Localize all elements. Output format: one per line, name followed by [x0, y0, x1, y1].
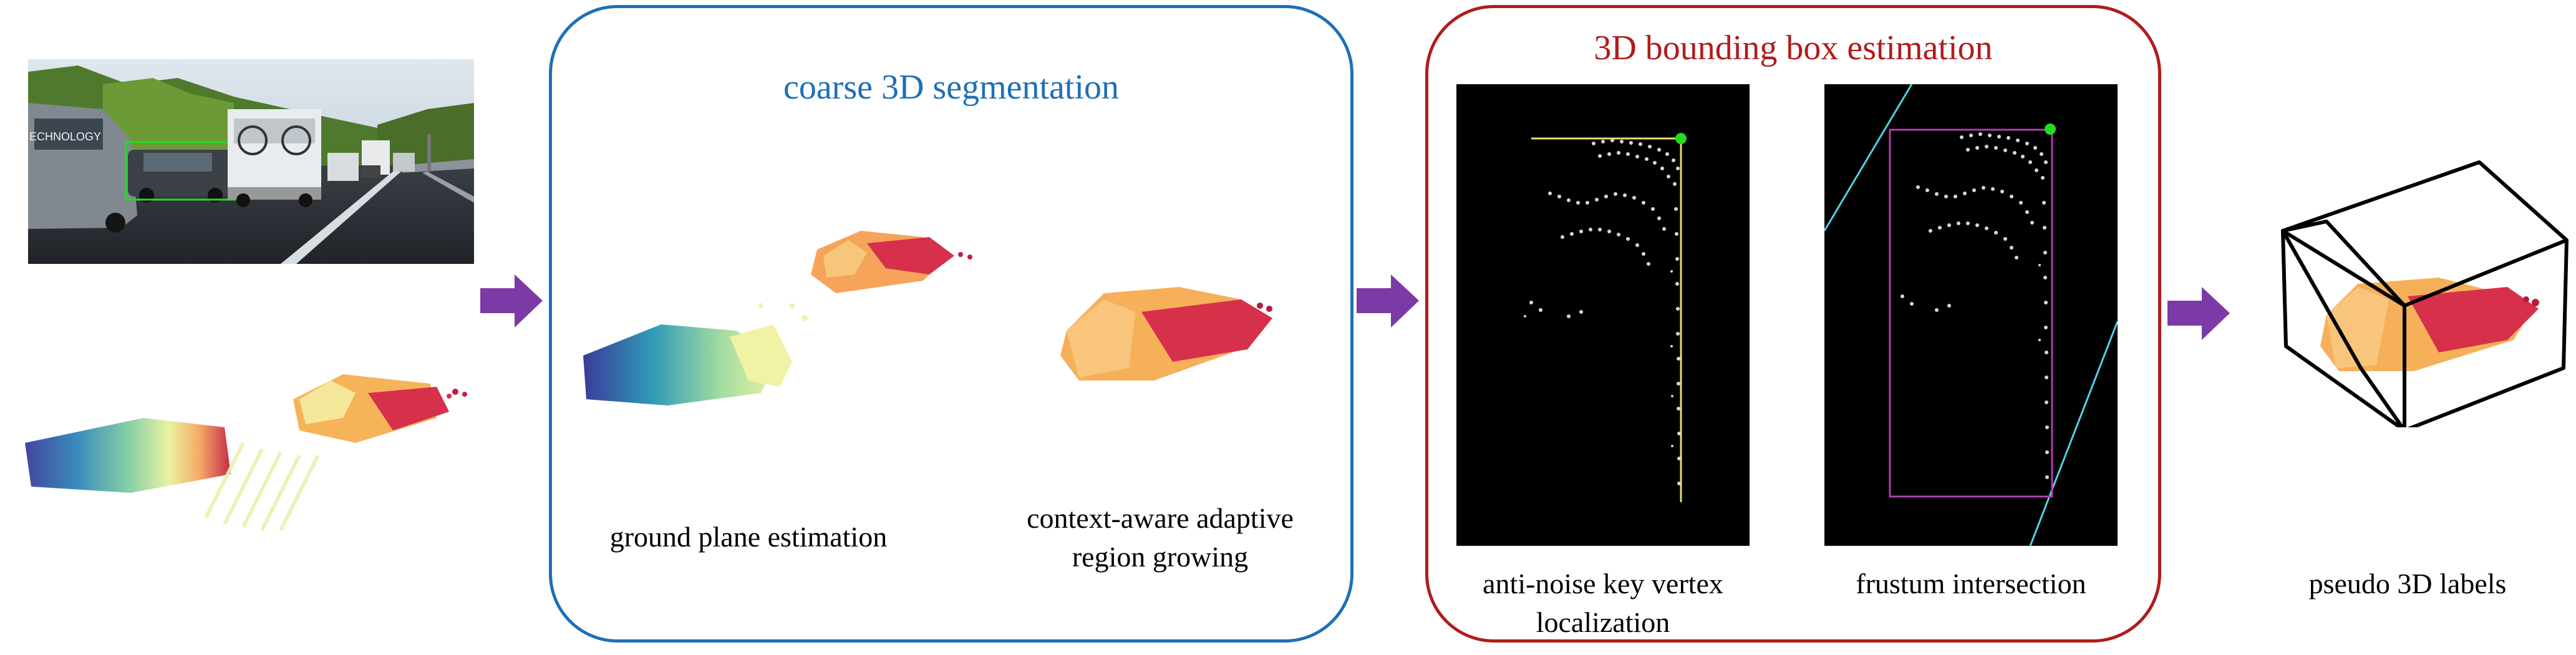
key-vertex-drawing: [1524, 133, 1687, 502]
region-growing-cloud: [1054, 274, 1279, 399]
raw-point-cloud-drawing: [25, 374, 467, 531]
arrow-shape-1: [480, 274, 543, 328]
pseudo-label: pseudo 3D labels: [2308, 568, 2507, 599]
arrow-shape-2: [1357, 274, 1419, 328]
raw-point-cloud: [19, 324, 487, 549]
frustum-drawing: [1824, 84, 2118, 546]
camera-image: ECHNOLOGY: [28, 59, 474, 264]
region-growing-cloud-drawing: [1060, 287, 1272, 381]
frustum-box: [1889, 129, 2053, 498]
frustum-key-vertex-point: [2045, 124, 2056, 135]
right-arrow-icon: [480, 274, 543, 328]
van-logo-text: ECHNOLOGY: [29, 130, 101, 143]
cuboid-icon: [2270, 153, 2576, 427]
ground-plane-cloud-drawing: [583, 231, 972, 405]
ground-plane-cloud: [574, 231, 985, 418]
cuboid-drawing: [2281, 160, 2569, 427]
key-vertex-panel: [1456, 84, 1750, 546]
camera-image-drawing: ECHNOLOGY: [28, 59, 474, 264]
ground-plane-label: ground plane estimation: [609, 521, 888, 553]
frustum-line-right: [2029, 321, 2118, 546]
bbox-estimation-title: 3D bounding box estimation: [1594, 29, 1993, 67]
frustum-label: frustum intersection: [1856, 568, 2086, 599]
frustum-panel: [1824, 84, 2118, 546]
right-arrow-icon: [2167, 287, 2230, 340]
key-vertex-label: anti-noise key vertex localization: [1483, 568, 1723, 638]
key-vertex-point: [1675, 133, 1687, 144]
frustum-line-left: [1824, 84, 1913, 231]
right-arrow-icon: [1357, 274, 1419, 328]
segmentation-panel: [549, 5, 1353, 643]
arrow-shape-3: [2167, 287, 2230, 340]
bbox-estimation-panel: [1425, 5, 2161, 643]
segmentation-title: coarse 3D segmentation: [783, 68, 1120, 107]
region-growing-label: context-aware adaptive region growing: [1027, 502, 1294, 573]
